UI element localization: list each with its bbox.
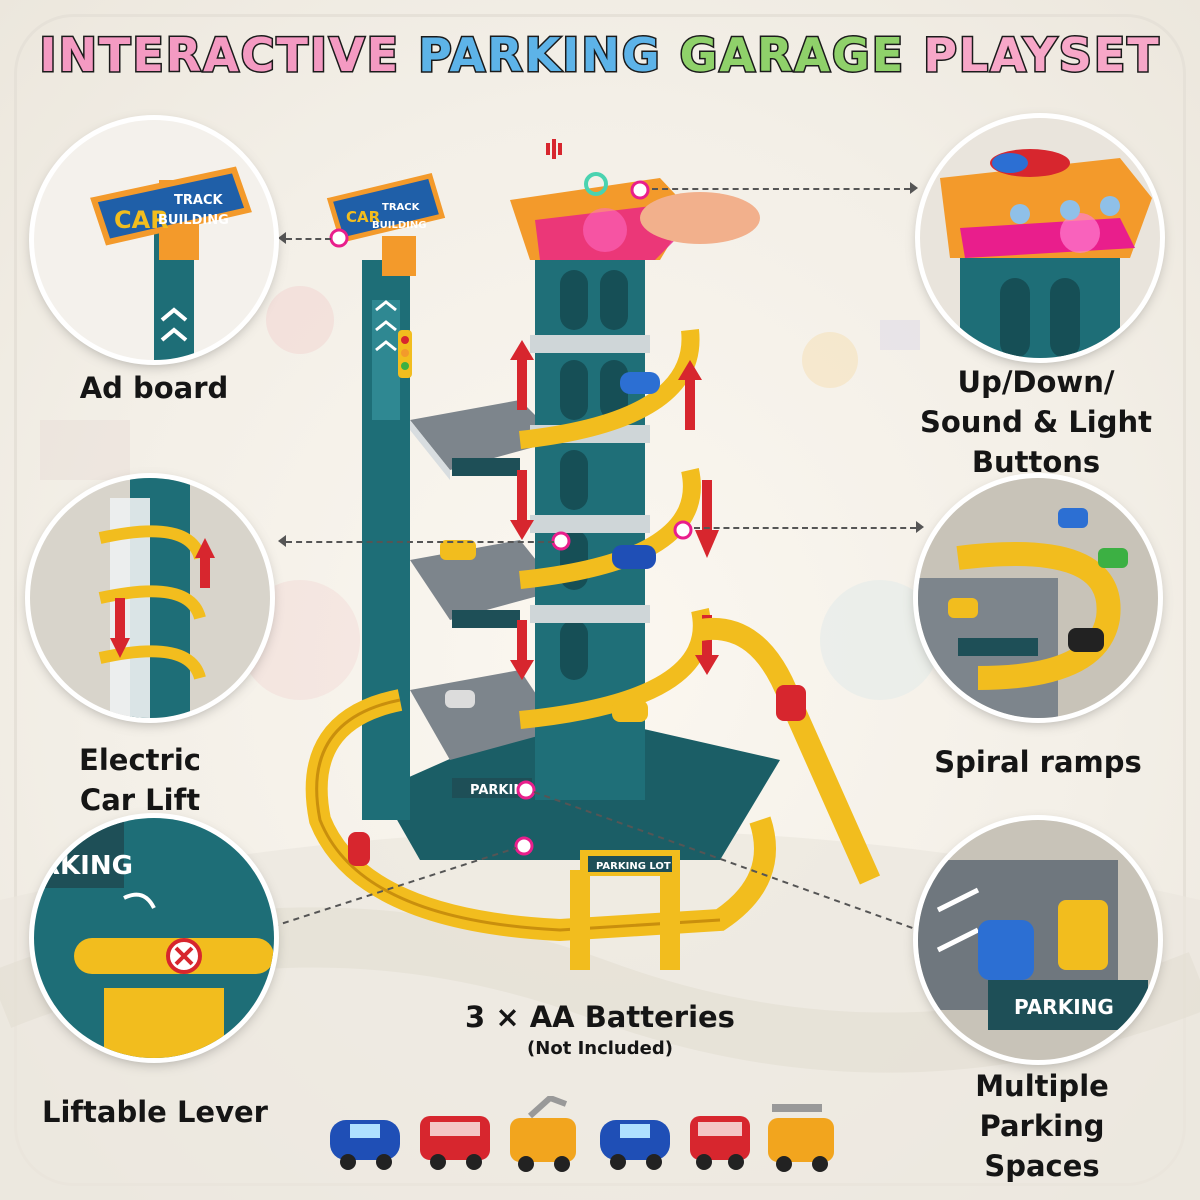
parking-floor-1	[410, 400, 560, 480]
label-ad-board: Ad board	[79, 371, 229, 405]
feature-circle-lever: RKING	[34, 818, 274, 1058]
sign-building-text: BUILDING	[372, 220, 426, 231]
batteries-sub-text: (Not Included)	[527, 1038, 673, 1059]
ad-board-sign: CAR TRACK BUILDING	[326, 173, 446, 243]
batteries-main-text: 3 × AA Batteries	[465, 1000, 735, 1034]
car-blue-1	[330, 1120, 400, 1170]
label-parking: Multiple Parking Spaces	[975, 1069, 1109, 1183]
feature-circle-ramps	[918, 478, 1158, 718]
car-excavator	[510, 1096, 576, 1172]
feature-circle-ad-board: CAR TRACK BUILDING	[34, 120, 274, 360]
sign-track-text: TRACK	[382, 202, 421, 213]
ad-board-building-text: BUILDING	[158, 213, 229, 228]
leader-line-ramps	[694, 527, 916, 529]
sign-car-text: CAR	[346, 208, 381, 226]
label-buttons: Up/Down/ Sound & Light Buttons	[919, 365, 1153, 479]
parking-lot-gate: PARKING LOT	[570, 850, 680, 970]
parking-lot-text: PARKING LOT	[596, 861, 671, 872]
lift-arrow-panel	[372, 300, 400, 420]
leader-line-ad-board	[286, 238, 331, 240]
batteries-note: 3 × AA Batteries (Not Included)	[400, 1000, 800, 1059]
leader-line-buttons	[652, 188, 910, 190]
top-control-box	[510, 178, 760, 260]
title-word-interactive: INTERACTIVE	[38, 27, 401, 84]
label-lift: Electric Car Lift	[79, 743, 201, 817]
car-crane	[768, 1104, 834, 1172]
car-blue-2	[600, 1120, 670, 1170]
feature-circle-parking: PARKING	[918, 820, 1158, 1060]
ad-board-track-text: TRACK	[174, 193, 223, 208]
label-ramps: Spiral ramps	[934, 745, 1142, 779]
hand-pressing-button	[640, 192, 760, 244]
car-red-1	[420, 1116, 490, 1170]
car-red-2	[690, 1116, 750, 1170]
title-word-garage: GARAGE	[678, 27, 906, 84]
feature-circle-buttons	[920, 118, 1160, 358]
feature-circle-lift	[30, 478, 270, 718]
label-lever: Liftable Lever	[42, 1095, 268, 1129]
title-word-playset: PLAYSET	[922, 27, 1161, 84]
ad-board-car-text: CAR	[114, 206, 169, 234]
included-cars-row	[330, 1096, 834, 1172]
page-title: INTERACTIVE PARKING GARAGE PLAYSET	[0, 27, 1200, 84]
leader-line-lift	[286, 541, 554, 543]
parking-circle-text: PARKING	[1014, 995, 1114, 1019]
hotspot-markers	[329, 180, 693, 856]
title-word-parking: PARKING	[417, 27, 662, 84]
